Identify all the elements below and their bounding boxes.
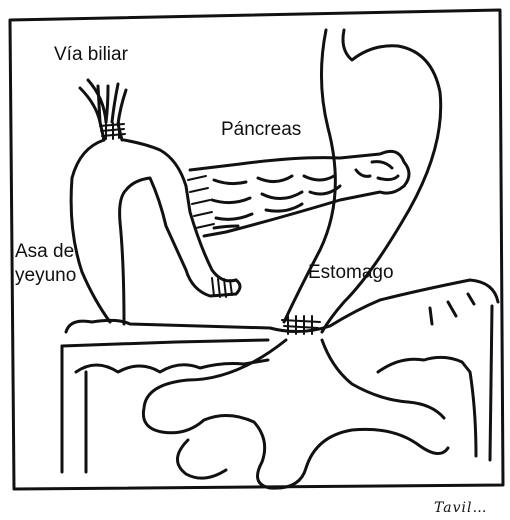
colon	[62, 280, 498, 472]
drawing-frame	[10, 10, 503, 489]
stomach	[284, 30, 441, 332]
label-jejunal-loop-line2: yeyuno	[15, 265, 76, 287]
small-intestine	[143, 340, 448, 488]
pancreas	[190, 151, 409, 236]
label-bile-duct: Vía biliar	[54, 44, 128, 66]
label-jejunal-loop-line1: Asa de	[15, 241, 74, 263]
label-stomach: Estomago	[308, 262, 394, 284]
artist-signature: Tavil…	[434, 497, 487, 519]
label-pancreas: Páncreas	[221, 119, 301, 141]
